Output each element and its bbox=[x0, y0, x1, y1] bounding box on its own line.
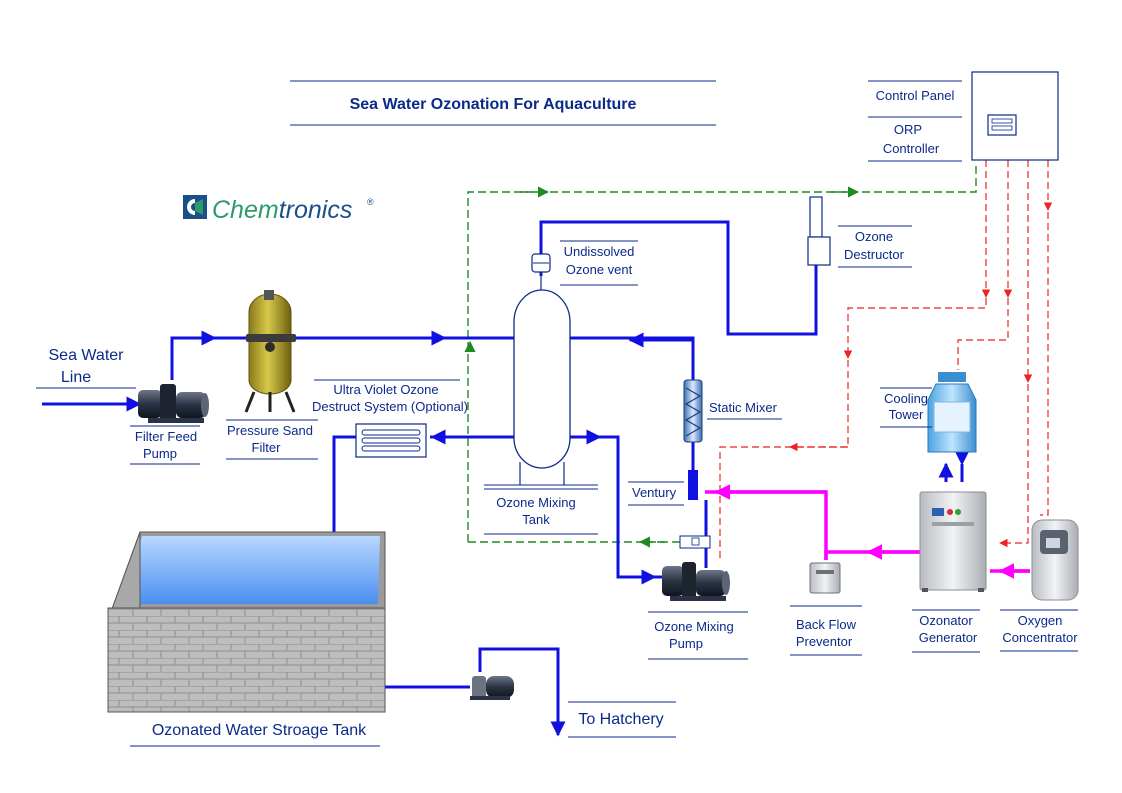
control-panel[interactable]: Control Panel ORP Controller bbox=[868, 71, 1059, 162]
control-signal-lines bbox=[719, 160, 1053, 560]
backflow-label-line2: Preventor bbox=[796, 634, 853, 649]
ozone-mixing-pump[interactable]: Ozone Mixing Pump bbox=[648, 562, 748, 660]
uv-lamp-icon bbox=[355, 423, 427, 458]
oxygen-concentrator[interactable]: Oxygen Concentrator bbox=[1000, 519, 1079, 652]
static-mixer[interactable]: Static Mixer bbox=[683, 379, 782, 443]
filter-feed-label-line2: Pump bbox=[143, 446, 177, 461]
ozone-destructor-label-line1: Ozone bbox=[855, 229, 893, 244]
undissolved-label-line2: Ozone vent bbox=[566, 262, 633, 277]
ozone-mixing-tank[interactable]: Ozone Mixing Tank bbox=[484, 289, 598, 535]
uv-destruct-system[interactable]: Ultra Violet Ozone Destruct System (Opti… bbox=[312, 379, 468, 458]
to-hatchery: To Hatchery bbox=[568, 701, 676, 738]
undissolved-ozone-vent[interactable]: Undissolved Ozone vent bbox=[531, 240, 638, 290]
mixing-pump-label-line1: Ozone Mixing bbox=[654, 619, 733, 634]
sand-filter-label-line2: Filter bbox=[252, 440, 282, 455]
water-lines bbox=[42, 220, 970, 737]
flow-sensor-icon bbox=[679, 535, 711, 549]
orp-display-icon bbox=[987, 114, 1017, 136]
storage-water-icon bbox=[120, 536, 380, 604]
pump-icon bbox=[138, 390, 162, 418]
page-title: Sea Water Ozonation For Aquaculture bbox=[350, 96, 637, 113]
storage-tank-label: Ozonated Water Stroage Tank bbox=[152, 722, 367, 739]
oxygen-label-line2: Concentrator bbox=[1002, 630, 1078, 645]
mixing-pump-label-line2: Pump bbox=[669, 636, 703, 651]
uv-label-line2: Destruct System (Optional) bbox=[312, 399, 468, 414]
static-mixer-label: Static Mixer bbox=[709, 400, 778, 415]
undissolved-label-line1: Undissolved bbox=[564, 244, 635, 259]
ozone-destructor-label-line2: Destructor bbox=[844, 247, 905, 262]
filter-feed-label-line1: Filter Feed bbox=[135, 429, 197, 444]
orp-label-line2: Controller bbox=[883, 141, 940, 156]
registered-mark: ® bbox=[367, 197, 374, 207]
cooling-tower[interactable]: Cooling Tower bbox=[880, 372, 977, 453]
ozonator-generator[interactable]: Ozonator Generator bbox=[912, 491, 987, 653]
mixing-tank-label-line2: Tank bbox=[522, 512, 550, 527]
generator-label-line1: Ozonator bbox=[919, 613, 973, 628]
sand-filter-label-line1: Pressure Sand bbox=[227, 423, 313, 438]
backflow-valve-icon bbox=[809, 562, 841, 594]
uv-label-line1: Ultra Violet Ozone bbox=[333, 382, 438, 397]
mixing-pump-icon bbox=[662, 566, 684, 596]
cooling-tower-label-line1: Cooling bbox=[884, 391, 928, 406]
brand-logo: Chemtronics ® bbox=[183, 195, 374, 224]
back-flow-preventor[interactable]: Back Flow Preventor bbox=[790, 562, 862, 656]
transfer-pump-icon bbox=[472, 676, 486, 700]
generator-label-line2: Generator bbox=[919, 630, 978, 645]
sea-water-label-line1: Sea Water bbox=[49, 347, 125, 364]
control-panel-label: Control Panel bbox=[876, 88, 955, 103]
ozone-destructor[interactable]: Ozone Destructor bbox=[807, 196, 912, 268]
sea-water-label-line2: Line bbox=[61, 369, 91, 386]
brand-name: Chemtronics bbox=[212, 196, 352, 224]
cooling-tower-icon bbox=[938, 372, 966, 382]
air-vent-line bbox=[464, 165, 977, 548]
mixing-tank-label-line1: Ozone Mixing bbox=[496, 495, 575, 510]
sea-water-line-label: Sea Water Line bbox=[36, 347, 136, 389]
hatchery-label: To Hatchery bbox=[578, 711, 663, 728]
filter-feed-pump[interactable]: Filter Feed Pump bbox=[130, 384, 209, 465]
generator-cabinet-icon bbox=[919, 491, 987, 591]
orp-label-line1: ORP bbox=[894, 122, 922, 137]
pressure-sand-filter[interactable]: Pressure Sand Filter bbox=[226, 290, 318, 460]
ozonated-water-storage-tank[interactable]: Ozonated Water Stroage Tank bbox=[107, 531, 386, 747]
title-block: Sea Water Ozonation For Aquaculture bbox=[290, 80, 716, 126]
ozone-gas-lines bbox=[705, 484, 1030, 579]
venturi-icon bbox=[688, 470, 698, 500]
backflow-label-line1: Back Flow bbox=[796, 617, 857, 632]
oxygen-label-line1: Oxygen bbox=[1018, 613, 1063, 628]
cooling-tower-label-line2: Tower bbox=[889, 407, 924, 422]
venturi-label: Ventury bbox=[632, 485, 677, 500]
transfer-pump[interactable] bbox=[470, 676, 514, 700]
venturi[interactable]: Ventury bbox=[628, 470, 711, 549]
